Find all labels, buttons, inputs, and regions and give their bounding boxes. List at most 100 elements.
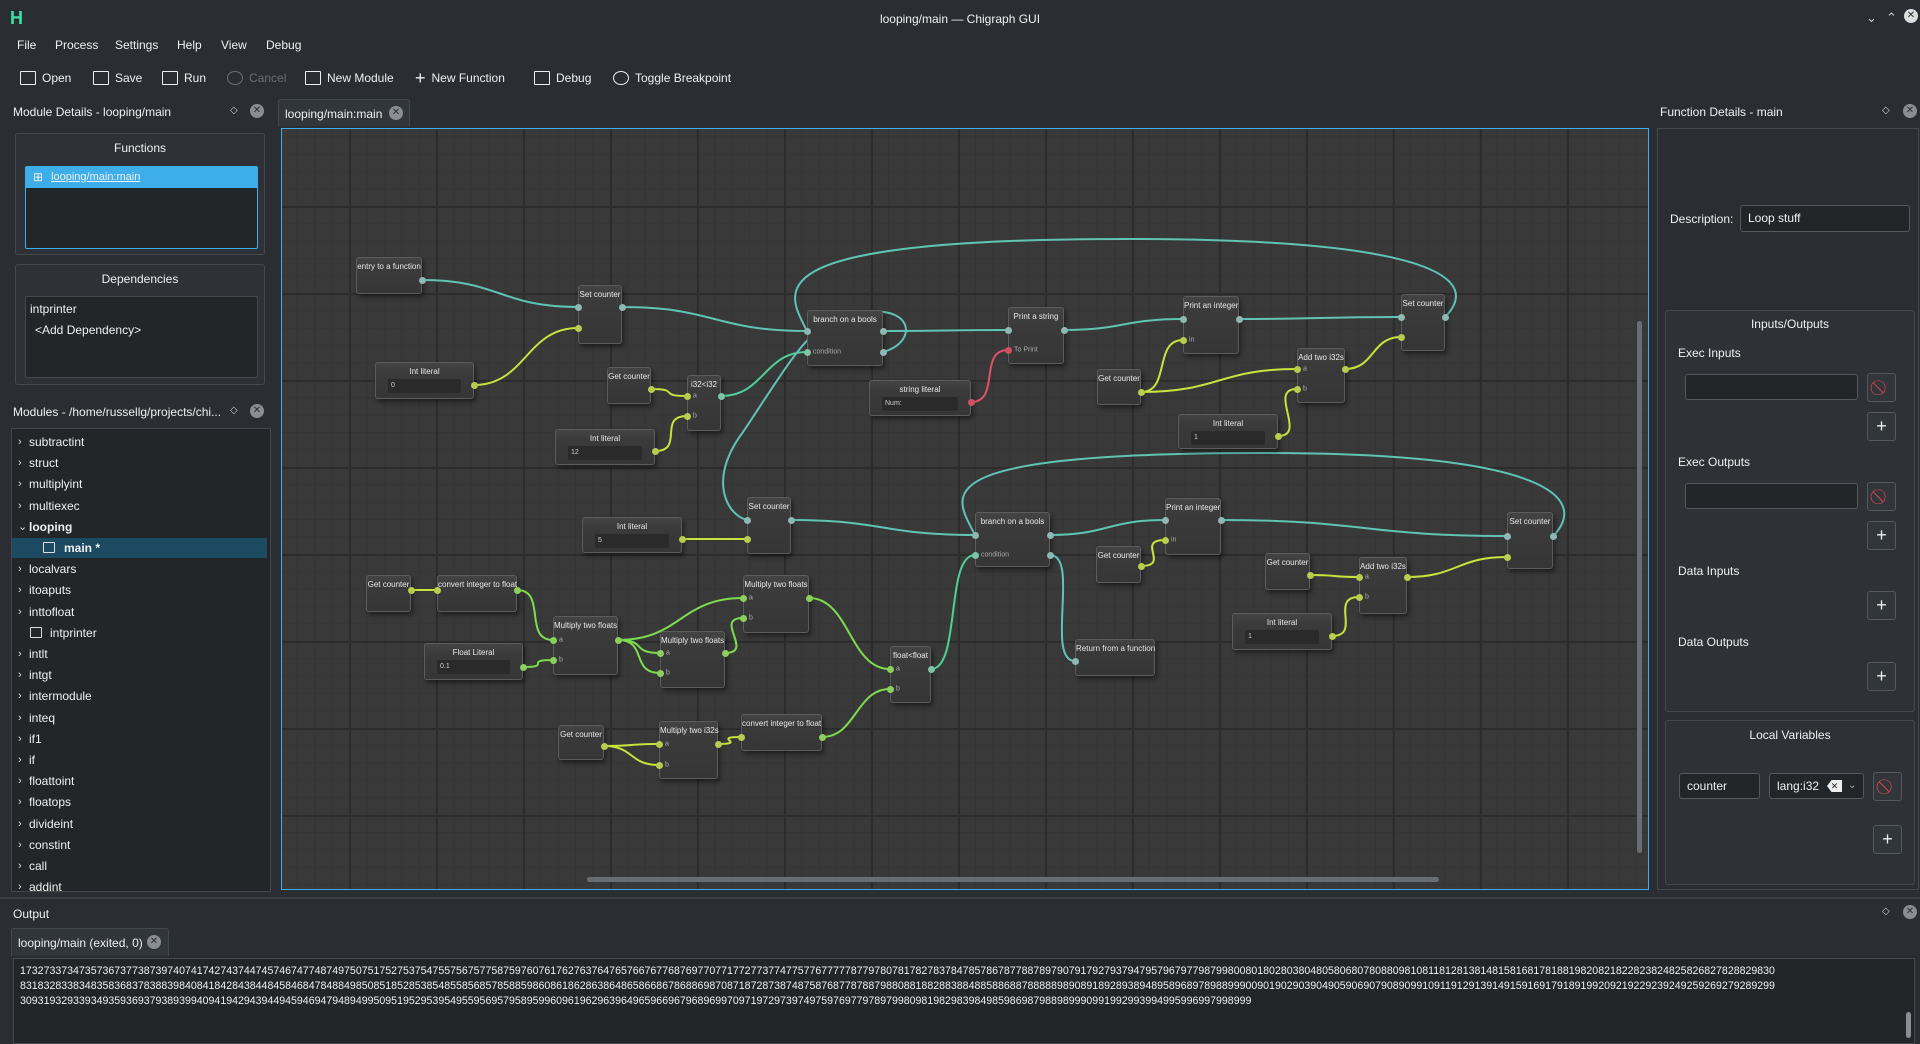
output-console[interactable]: 1732733734735736737738739740741742743744… bbox=[13, 958, 1915, 1044]
exec-in-pin[interactable] bbox=[574, 303, 582, 311]
exec-in-pin[interactable] bbox=[1004, 326, 1012, 334]
data-in-pin[interactable] bbox=[656, 669, 664, 677]
data-in-pin[interactable] bbox=[803, 348, 811, 356]
exec-input-field[interactable] bbox=[1685, 374, 1858, 400]
menu-settings[interactable]: Settings bbox=[115, 38, 159, 52]
graph-node[interactable]: branch on a bools bbox=[975, 512, 1050, 567]
chevron-right-icon[interactable]: › bbox=[18, 881, 22, 894]
close-dock-icon[interactable]: ✕ bbox=[250, 404, 264, 418]
graph-node[interactable]: Print an integer bbox=[1183, 296, 1239, 354]
data-out-pin[interactable] bbox=[1137, 388, 1145, 396]
graph-node[interactable]: entry to a function bbox=[356, 257, 422, 294]
data-out-pin[interactable] bbox=[647, 385, 655, 393]
data-out-pin[interactable] bbox=[967, 398, 975, 406]
float-dock-icon[interactable]: ◇ bbox=[1882, 906, 1890, 917]
graph-node[interactable]: Multiply two floats bbox=[743, 575, 809, 633]
data-out-pin[interactable] bbox=[600, 742, 608, 750]
graph-node[interactable]: Print a string bbox=[1008, 307, 1064, 364]
chevron-right-icon[interactable]: › bbox=[18, 796, 22, 809]
add-data-output-button[interactable]: + bbox=[1867, 662, 1896, 691]
close-dock-icon[interactable]: ✕ bbox=[1903, 905, 1917, 919]
chevron-right-icon[interactable]: › bbox=[18, 775, 22, 788]
graph-node[interactable]: convert integer to float bbox=[741, 714, 822, 751]
module-tree-item[interactable]: ›intermodule bbox=[12, 686, 267, 706]
function-item[interactable]: ⊞ looping/main:main bbox=[26, 167, 257, 188]
close-tab-icon[interactable]: ✕ bbox=[147, 935, 161, 949]
node-value-input[interactable]: 5 bbox=[595, 534, 669, 548]
local-variable-type-select[interactable]: lang:i32 ✕ ⌄ bbox=[1769, 773, 1864, 799]
data-out-pin[interactable] bbox=[1137, 562, 1145, 570]
exec-in-pin[interactable] bbox=[1071, 657, 1079, 665]
data-in-pin[interactable] bbox=[549, 636, 557, 644]
output-tab[interactable]: looping/main (exited, 0) ✕ bbox=[11, 928, 169, 956]
save-button[interactable]: Save bbox=[93, 69, 142, 87]
exec-out-pin[interactable] bbox=[1235, 315, 1243, 323]
chevron-right-icon[interactable]: › bbox=[18, 732, 22, 745]
exec-in-pin[interactable] bbox=[1503, 532, 1511, 540]
data-in-pin[interactable] bbox=[1355, 573, 1363, 581]
module-tree-item[interactable]: ›call bbox=[12, 856, 267, 876]
module-tree-item[interactable]: ›intlt bbox=[12, 644, 267, 664]
module-tree-item[interactable]: ›floatops bbox=[12, 792, 267, 812]
data-out-pin[interactable] bbox=[721, 649, 729, 657]
data-in-pin[interactable] bbox=[433, 586, 441, 594]
new-function-button[interactable]: +New Function bbox=[415, 68, 505, 88]
module-tree-item[interactable]: ›floattoint bbox=[12, 771, 267, 791]
data-out-pin[interactable] bbox=[1341, 365, 1349, 373]
graph-node[interactable]: Get counter bbox=[607, 367, 651, 404]
data-out-pin[interactable] bbox=[717, 392, 725, 400]
data-in-pin[interactable] bbox=[574, 324, 582, 332]
add-local-variable-button[interactable]: + bbox=[1873, 825, 1902, 854]
chevron-right-icon[interactable]: › bbox=[18, 563, 22, 576]
local-variable-name-input[interactable]: counter bbox=[1679, 773, 1760, 799]
add-dependency-item[interactable]: <Add Dependency> bbox=[35, 323, 142, 337]
toggle-breakpoint-button[interactable]: Toggle Breakpoint bbox=[613, 69, 731, 87]
chevron-right-icon[interactable]: › bbox=[18, 499, 22, 512]
data-in-pin[interactable] bbox=[1503, 553, 1511, 561]
output-scrollbar[interactable] bbox=[1906, 1012, 1911, 1038]
chevron-right-icon[interactable]: › bbox=[18, 605, 22, 618]
graph-node[interactable]: Set counter bbox=[578, 285, 622, 344]
graph-node[interactable]: Multiply two floats bbox=[660, 631, 725, 688]
data-in-pin[interactable] bbox=[1397, 333, 1405, 341]
data-out-pin[interactable] bbox=[714, 740, 722, 748]
chevron-right-icon[interactable]: › bbox=[18, 457, 22, 470]
graph-node[interactable]: Get counter bbox=[558, 725, 604, 760]
add-exec-input-button[interactable]: + bbox=[1867, 412, 1896, 441]
data-in-pin[interactable] bbox=[886, 665, 894, 673]
exec-out-pin[interactable] bbox=[879, 348, 887, 356]
graph-node[interactable]: branch on a bools bbox=[807, 310, 883, 366]
graph-node[interactable]: float<float bbox=[890, 646, 931, 703]
float-dock-icon[interactable]: ◇ bbox=[1882, 105, 1890, 116]
chevron-right-icon[interactable]: › bbox=[18, 478, 22, 491]
module-tree-item[interactable]: ›itoaputs bbox=[12, 580, 267, 600]
data-in-pin[interactable] bbox=[683, 392, 691, 400]
data-out-pin[interactable] bbox=[1403, 573, 1411, 581]
exec-out-pin[interactable] bbox=[1046, 531, 1054, 539]
module-tree-item[interactable]: ›multiexec bbox=[12, 496, 267, 516]
exec-out-pin[interactable] bbox=[418, 276, 426, 284]
data-out-pin[interactable] bbox=[1274, 432, 1282, 440]
data-in-pin[interactable] bbox=[1179, 336, 1187, 344]
data-out-pin[interactable] bbox=[651, 447, 659, 455]
maximize-icon[interactable]: ⌃ bbox=[1886, 10, 1897, 25]
data-in-pin[interactable] bbox=[1004, 346, 1012, 354]
graph-node[interactable]: Print an integer bbox=[1165, 498, 1221, 555]
add-data-input-button[interactable]: + bbox=[1867, 591, 1896, 620]
data-in-pin[interactable] bbox=[739, 614, 747, 622]
graph-node[interactable]: i32<i32 bbox=[687, 375, 721, 431]
data-in-pin[interactable] bbox=[1293, 365, 1301, 373]
exec-out-pin[interactable] bbox=[1046, 551, 1054, 559]
exec-out-pin[interactable] bbox=[787, 516, 795, 524]
menu-file[interactable]: File bbox=[17, 38, 37, 52]
exec-out-pin[interactable] bbox=[1549, 532, 1557, 540]
data-out-pin[interactable] bbox=[614, 636, 622, 644]
data-in-pin[interactable] bbox=[656, 649, 664, 657]
data-in-pin[interactable] bbox=[683, 412, 691, 420]
vertical-scrollbar[interactable] bbox=[1637, 321, 1642, 853]
module-tree-item[interactable]: ›inteq bbox=[12, 708, 267, 728]
graph-node[interactable]: Get counter bbox=[1096, 546, 1141, 583]
